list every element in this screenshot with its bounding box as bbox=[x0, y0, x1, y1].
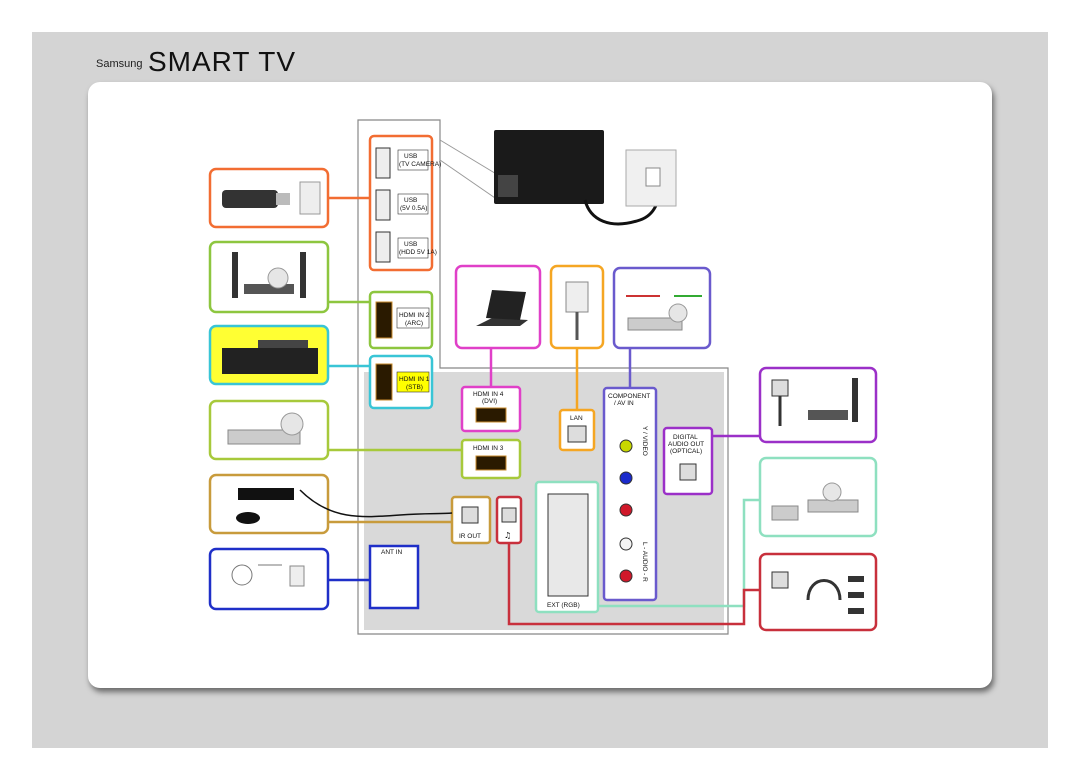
tv-back-image bbox=[494, 130, 677, 226]
usb1-label: USB bbox=[404, 153, 417, 160]
headphone-device-box bbox=[758, 552, 878, 632]
optical-port[interactable] bbox=[679, 463, 697, 481]
headphone-port[interactable] bbox=[501, 507, 517, 523]
usb3-sub: (HDD 5V 1A) bbox=[399, 249, 437, 256]
component-pb-jack[interactable] bbox=[619, 471, 633, 485]
ir-blaster-box bbox=[208, 473, 330, 535]
scart-device-box bbox=[758, 456, 878, 538]
ir-out-label: IR OUT bbox=[459, 533, 481, 540]
set-top-box-device bbox=[208, 324, 330, 386]
hdmi1-label-box bbox=[396, 371, 430, 393]
optical-device-box bbox=[758, 366, 878, 444]
home-theater-box bbox=[208, 240, 330, 314]
dvd-player-box bbox=[208, 399, 330, 461]
headphone-connection bbox=[507, 543, 760, 626]
usb-port-1[interactable] bbox=[375, 147, 391, 179]
hdmi1-port[interactable] bbox=[375, 363, 393, 401]
hdmi1-sub: (STB) bbox=[406, 384, 423, 391]
component-y-jack[interactable] bbox=[619, 439, 633, 453]
hdmi3-label: HDMI IN 3 bbox=[473, 445, 504, 452]
brand-maker: Samsung bbox=[96, 58, 143, 70]
usb-label-box-1 bbox=[397, 149, 429, 171]
component-device-box bbox=[612, 266, 712, 350]
video-label: Y / VIDEO bbox=[641, 426, 648, 456]
antenna-box bbox=[208, 547, 330, 611]
ir-out-port[interactable] bbox=[461, 506, 479, 524]
lan-wall-box bbox=[549, 264, 605, 350]
component-sub: / AV IN bbox=[614, 400, 634, 407]
optical-group bbox=[662, 426, 714, 496]
ext-label: EXT (RGB) bbox=[547, 602, 580, 609]
hdmi4-sub: (DVI) bbox=[482, 398, 497, 405]
optical-sub: AUDIO OUT bbox=[668, 441, 704, 448]
hdmi2-port[interactable] bbox=[375, 301, 393, 339]
usb-port-3[interactable] bbox=[375, 231, 391, 263]
hdmi1-label: HDMI IN 1 bbox=[399, 376, 430, 383]
scart-port[interactable] bbox=[547, 493, 589, 597]
optical-label: DIGITAL bbox=[673, 434, 698, 441]
ant-label: ANT IN bbox=[381, 549, 402, 556]
component-label: COMPONENT bbox=[608, 393, 650, 400]
usb1-sub: (TV CAMERA) bbox=[399, 161, 441, 168]
audio-l-jack[interactable] bbox=[619, 537, 633, 551]
hdmi4-label: HDMI IN 4 bbox=[473, 391, 504, 398]
component-pr-jack[interactable] bbox=[619, 503, 633, 517]
lan-port[interactable] bbox=[567, 425, 587, 443]
audio-label: L - AUDIO - R bbox=[641, 542, 648, 582]
usb-label-box-2 bbox=[397, 193, 429, 215]
hdmi2-sub: (ARC) bbox=[405, 320, 423, 327]
usb3-label: USB bbox=[404, 241, 417, 248]
audio-r-jack[interactable] bbox=[619, 569, 633, 583]
zoom-line-top bbox=[439, 139, 499, 176]
hdmi2-label-box bbox=[396, 307, 430, 329]
usb2-label: USB bbox=[404, 197, 417, 204]
ir-cable bbox=[299, 489, 453, 518]
usb-port-2[interactable] bbox=[375, 189, 391, 221]
usb2-sub: (5V 0.5A) bbox=[400, 205, 427, 212]
usb-device-box bbox=[208, 167, 330, 229]
brand-product: SMART TV bbox=[148, 46, 297, 77]
scart-connection bbox=[598, 498, 760, 608]
laptop-box bbox=[454, 264, 542, 350]
lan-label: LAN bbox=[570, 415, 583, 422]
headphone-icon: ♫ bbox=[504, 531, 511, 540]
hdmi4-port[interactable] bbox=[475, 407, 507, 423]
hdmi3-port[interactable] bbox=[475, 455, 507, 471]
zoom-line-bottom bbox=[439, 159, 499, 201]
usb-label-box-3 bbox=[397, 237, 429, 259]
ant-in-port[interactable] bbox=[368, 544, 420, 610]
optical-sub2: (OPTICAL) bbox=[670, 448, 702, 455]
hdmi2-label: HDMI IN 2 bbox=[399, 312, 430, 319]
